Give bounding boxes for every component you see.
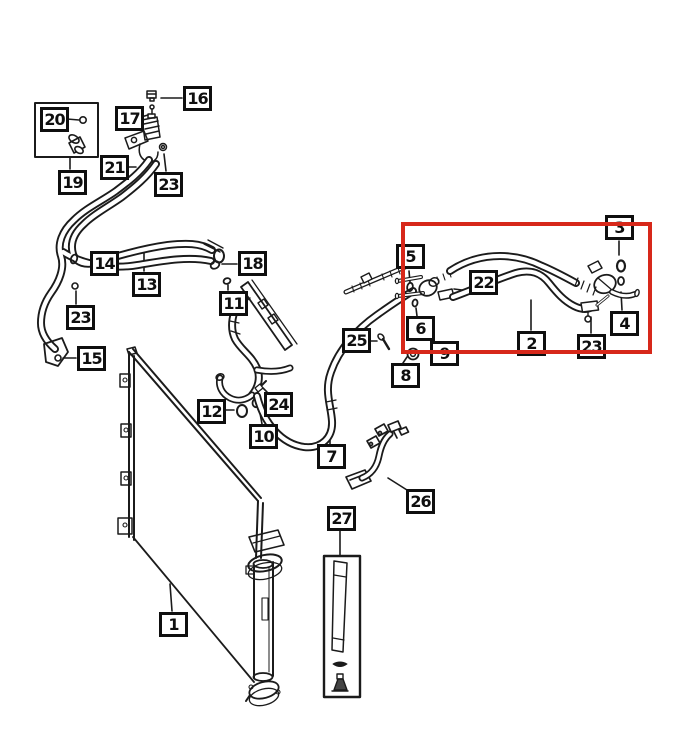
part-callout-18[interactable]: 18 [238,251,267,276]
part-callout-2[interactable]: 2 [517,331,546,356]
part-callout-12[interactable]: 12 [197,399,226,424]
pressure-sensor-detail-art [34,102,99,158]
part-callout-20[interactable]: 20 [40,107,69,132]
part-callout-21[interactable]: 21 [100,155,129,180]
liquid-line-hoses-art [37,156,232,367]
part-callout-15[interactable]: 15 [77,346,106,371]
part-callout-3[interactable]: 3 [605,215,634,240]
part-callout-11[interactable]: 11 [219,291,248,316]
part-callout-16[interactable]: 16 [183,86,212,111]
bracket-art [345,420,410,490]
part-callout-23-a[interactable]: 23 [154,172,183,197]
part-callout-25[interactable]: 25 [342,328,371,353]
part-callout-10[interactable]: 10 [249,424,278,449]
part-callout-4[interactable]: 4 [610,311,639,336]
part-callout-26[interactable]: 26 [406,489,435,514]
part-callout-13[interactable]: 13 [132,272,161,297]
manifold-assembly-art [215,279,298,418]
part-callout-7[interactable]: 7 [317,444,346,469]
part-callout-27[interactable]: 27 [327,506,356,531]
part-callout-8[interactable]: 8 [391,363,420,388]
part-callout-19[interactable]: 19 [58,170,87,195]
part-callout-24[interactable]: 24 [264,392,293,417]
service-valve-art [124,90,168,163]
part-callout-23-b[interactable]: 23 [66,305,95,330]
drier-cartridge-detail-art [322,554,362,699]
part-callout-9[interactable]: 9 [430,341,459,366]
part-callout-5[interactable]: 5 [396,244,425,269]
part-callout-17[interactable]: 17 [115,106,144,131]
part-callout-14[interactable]: 14 [90,251,119,276]
part-callout-23-c[interactable]: 23 [577,334,606,359]
part-callout-22[interactable]: 22 [469,270,498,295]
part-callout-1[interactable]: 1 [159,612,188,637]
part-callout-6[interactable]: 6 [406,316,435,341]
suction-hose-art [253,264,417,452]
